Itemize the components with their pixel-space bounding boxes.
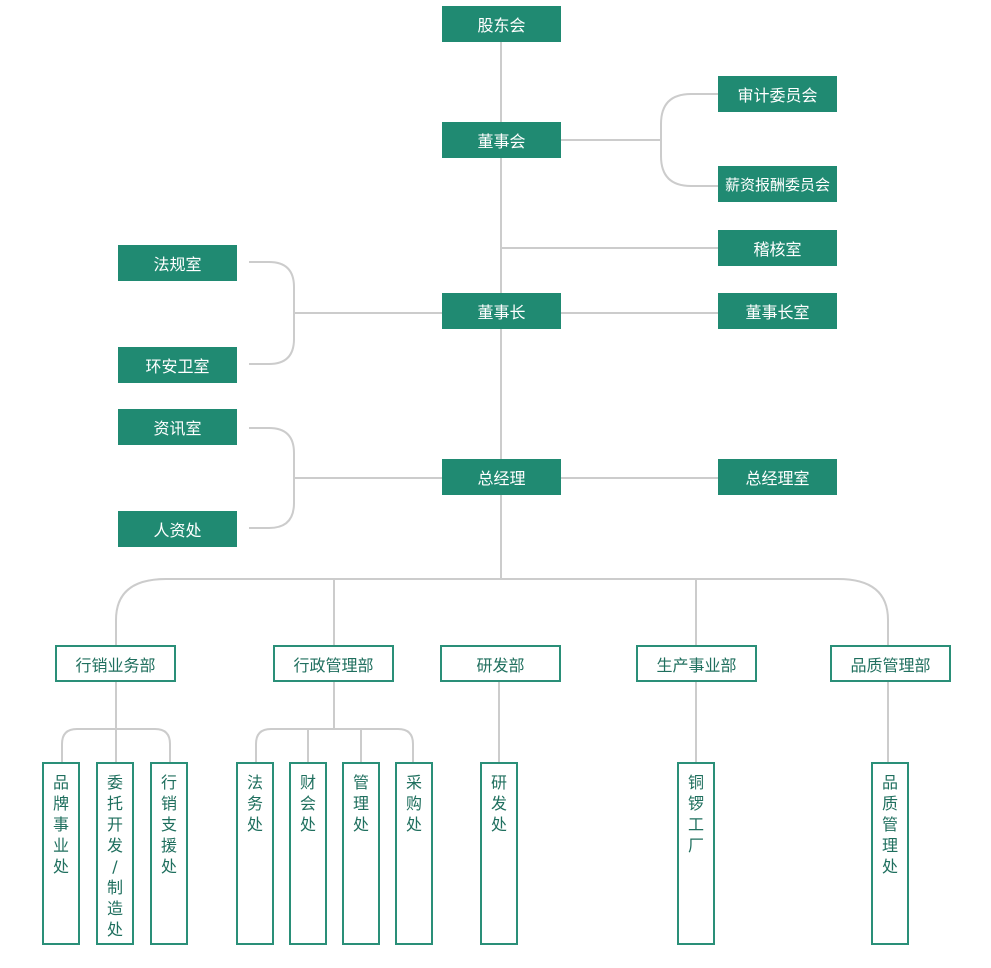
compensation-committee-label: 薪资报酬委员会 (724, 175, 830, 194)
audit-office-label: 稽核室 (753, 240, 802, 259)
dept-quality-label: 品质管理部 (850, 655, 931, 675)
unit-label: 管理处 (352, 773, 369, 834)
legal-office-label: 法规室 (153, 255, 202, 274)
unit-management-box: 管理处 (342, 762, 380, 945)
audit-committee-box: 审计委员会 (718, 76, 837, 112)
unit-finance-box: 财会处 (289, 762, 327, 945)
board-label: 董事会 (477, 132, 526, 151)
board-box: 董事会 (442, 122, 561, 158)
it-office-label: 资讯室 (153, 419, 202, 438)
dept-production-label: 生产事业部 (656, 655, 737, 675)
unit-label: 委托开发/制造处 (106, 773, 123, 939)
dept-admin-box: 行政管理部 (273, 645, 394, 682)
env-safety-office-box: 环安卫室 (118, 347, 237, 383)
dept-admin-label: 行政管理部 (293, 655, 374, 675)
audit-committee-label: 审计委员会 (737, 86, 818, 105)
shareholders-box: 股东会 (442, 6, 561, 42)
unit-label: 法务处 (246, 773, 263, 834)
unit-copper-gong-box: 铜锣工厂 (677, 762, 715, 945)
unit-label: 行销支援处 (160, 773, 177, 876)
unit-label: 品牌事业处 (52, 773, 69, 876)
dept-rd-box: 研发部 (440, 645, 561, 682)
audit-office-box: 稽核室 (718, 230, 837, 266)
chairman-office-label: 董事长室 (745, 303, 810, 322)
unit-label: 铜锣工厂 (687, 773, 704, 855)
unit-purchasing-box: 采购处 (395, 762, 433, 945)
chairman-box: 董事长 (442, 293, 561, 329)
unit-oem-box: 委托开发/制造处 (96, 762, 134, 945)
unit-quality-box: 品质管理处 (871, 762, 909, 945)
unit-label: 财会处 (299, 773, 316, 834)
dept-marketing-label: 行销业务部 (75, 655, 156, 675)
general-manager-label: 总经理 (477, 469, 526, 488)
dept-marketing-box: 行销业务部 (55, 645, 176, 682)
hr-office-box: 人资处 (118, 511, 237, 547)
it-office-box: 资讯室 (118, 409, 237, 445)
dept-production-box: 生产事业部 (636, 645, 757, 682)
unit-legal-box: 法务处 (236, 762, 274, 945)
dept-quality-box: 品质管理部 (830, 645, 951, 682)
chairman-label: 董事长 (477, 303, 526, 322)
shareholders-label: 股东会 (477, 16, 526, 35)
gm-office-label: 总经理室 (745, 469, 810, 488)
env-safety-office-label: 环安卫室 (145, 357, 210, 376)
unit-rd-box: 研发处 (480, 762, 518, 945)
chairman-office-box: 董事长室 (718, 293, 837, 329)
compensation-committee-box: 薪资报酬委员会 (718, 166, 837, 202)
general-manager-box: 总经理 (442, 459, 561, 495)
gm-office-box: 总经理室 (718, 459, 837, 495)
dept-rd-label: 研发部 (476, 655, 525, 675)
unit-marketing-support-box: 行销支援处 (150, 762, 188, 945)
legal-office-box: 法规室 (118, 245, 237, 281)
unit-label: 研发处 (490, 773, 507, 834)
unit-label: 采购处 (405, 773, 422, 834)
unit-brand-box: 品牌事业处 (42, 762, 80, 945)
hr-office-label: 人资处 (153, 521, 202, 540)
unit-label: 品质管理处 (881, 773, 898, 876)
